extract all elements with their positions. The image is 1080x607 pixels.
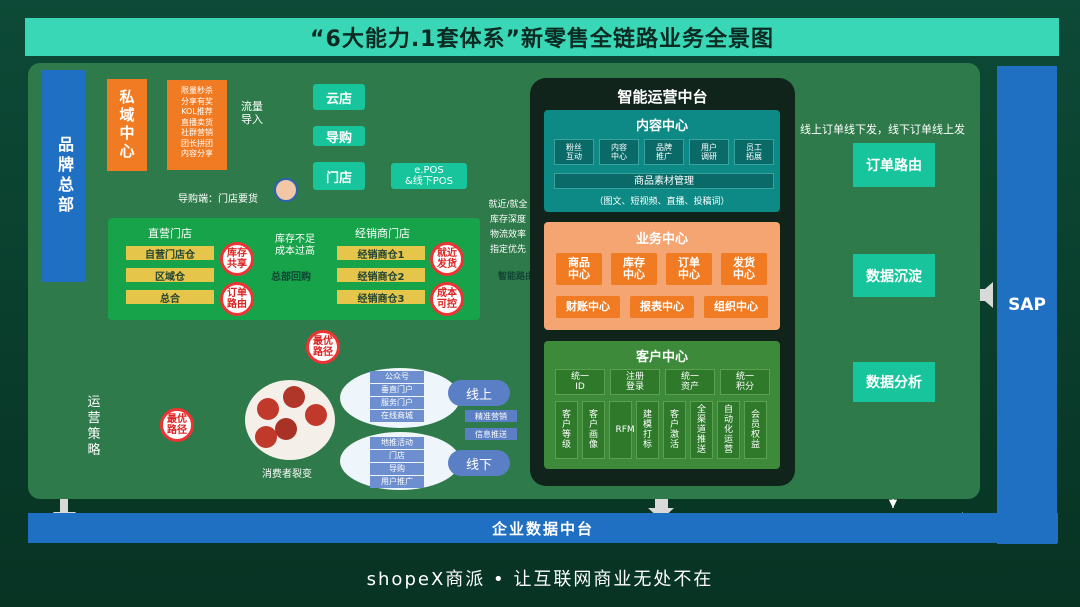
guide-note: 导购端：门店要货 <box>178 194 258 205</box>
order-note: 线上订单线下发，线下订单线上发 <box>800 123 965 136</box>
badge-best-path-top: 最优路径 <box>306 330 340 364</box>
guide-avatar-icon <box>274 178 298 202</box>
content-tile: 员工拓展 <box>734 139 774 165</box>
customer-tile-vertical: 客户等级 <box>555 401 578 459</box>
cloud-store-box: 云店 <box>313 84 365 110</box>
tactic-item: 社群营销 <box>181 128 213 137</box>
epos-box: e.POS &线下POS <box>391 163 467 189</box>
business-center-title: 业务中心 <box>635 231 688 247</box>
tactic-item: 内容分享 <box>181 149 213 158</box>
customer-tile: 统一积分 <box>720 369 770 395</box>
offline-label: 线下 <box>448 450 510 476</box>
consumer-label: 消费者裂变 <box>262 469 312 480</box>
consumer-avatar-icon <box>257 398 279 420</box>
business-tile: 报表中心 <box>630 296 694 318</box>
content-tile: 品牌推广 <box>644 139 684 165</box>
customer-tile-vertical: RFM <box>609 401 635 459</box>
business-tile: 财账中心 <box>556 296 620 318</box>
smart-routing-label: 智能路由 <box>497 271 534 282</box>
content-tile: 粉丝互动 <box>554 139 594 165</box>
offline-channels: 地推活动 门店 导购 用户推广 <box>362 436 432 489</box>
tactic-item: 限量秒杀 <box>181 86 213 95</box>
footer-brand: shopeX商派 • 让互联网商业无处不在 <box>366 569 714 590</box>
dealer-store-item: 经销商仓1 <box>337 246 425 261</box>
consumer-avatar-icon <box>255 426 277 448</box>
online-channels: 公众号 垂直门户 服务门户 在线商城 <box>362 370 432 423</box>
customer-tile-vertical: 会员权益 <box>744 401 767 459</box>
customer-tile: 注册登录 <box>610 369 660 395</box>
direct-store-item: 自营门店仓 <box>126 246 214 261</box>
data-analysis-box: 数据分析 <box>853 362 935 402</box>
business-tile: 库存中心 <box>611 253 657 285</box>
consumer-avatar-icon <box>283 386 305 408</box>
routing-notes: 就近/就全 库存深度 物流效率 指定优先 <box>488 200 528 255</box>
badge-best-path-left: 最优路径 <box>160 408 194 442</box>
consumer-avatar-icon <box>305 404 327 426</box>
customer-tile-vertical: 客户激活 <box>663 401 686 459</box>
dealer-store-title: 经销商门店 <box>355 227 410 240</box>
ops-strategy-label: 运营策略 <box>87 395 101 458</box>
content-center-title: 内容中心 <box>635 118 688 134</box>
customer-center-title: 客户中心 <box>635 349 688 365</box>
business-tile: 商品中心 <box>556 253 602 285</box>
content-asset-bar: 商品素材管理 <box>554 173 774 189</box>
customer-tile-vertical: 建模打标 <box>636 401 659 459</box>
sap-bar: SAP <box>997 66 1057 544</box>
tactic-item: KOL推荐 <box>181 107 213 116</box>
dealer-store-item: 经销商仓3 <box>337 290 425 305</box>
transfer-top: 库存不足成本过高 <box>275 234 315 257</box>
order-routing-box: 订单路由 <box>853 143 935 187</box>
business-tile: 组织中心 <box>704 296 768 318</box>
content-tile: 用户调研 <box>689 139 729 165</box>
private-domain-label: 私域中心 <box>117 89 136 161</box>
direct-store-title: 直营门店 <box>148 227 192 240</box>
badge-cost-control: 成本可控 <box>430 282 464 316</box>
online-label: 线上 <box>448 380 510 406</box>
content-tile: 内容中心 <box>599 139 639 165</box>
consumer-avatar-icon <box>275 418 297 440</box>
tactic-item: 分享有奖 <box>181 96 213 106</box>
customer-tile: 统一ID <box>555 369 605 395</box>
badge-inventory-share: 库存共享 <box>220 242 254 276</box>
business-tile: 发货中心 <box>721 253 767 285</box>
brand-hq-bar: 品牌总部 <box>42 70 86 282</box>
customer-tile-vertical: 自动化运营 <box>717 401 740 459</box>
direct-store-item: 总合 <box>126 290 214 305</box>
customer-tile-vertical: 客户画像 <box>582 401 605 459</box>
mid-tag: 信息推送 <box>465 428 517 440</box>
mid-tag: 精准营销 <box>465 410 517 422</box>
badge-order-routing: 订单路由 <box>220 282 254 316</box>
tactic-item: 团长拼团 <box>181 138 213 148</box>
store-box: 门店 <box>313 162 365 190</box>
transfer-bottom: 总部回购 <box>271 271 311 283</box>
smart-ops-title: 智能运营中台 <box>617 87 708 106</box>
badge-nearby-shipping: 就近发货 <box>430 242 464 276</box>
direct-store-item: 区域仓 <box>126 268 214 283</box>
epos-label: e.POS &线下POS <box>404 165 454 187</box>
private-domain-box: 私域中心 <box>107 79 147 171</box>
tactic-item: 直播卖货 <box>181 117 213 127</box>
customer-tile-vertical: 全渠道推送 <box>690 401 713 459</box>
traffic-label: 流量导入 <box>241 100 263 126</box>
consumer-group-icon <box>245 380 335 460</box>
business-tile: 订单中心 <box>666 253 712 285</box>
data-settle-box: 数据沉淀 <box>853 254 935 297</box>
customer-tile: 统一资产 <box>665 369 715 395</box>
page-title: “6大能力.1套体系”新零售全链路业务全景图 <box>25 18 1059 56</box>
content-asset-note: （图文、短视频、直播、投稿词） <box>594 196 730 207</box>
guide-box: 导购 <box>313 126 365 146</box>
dealer-store-item: 经销商仓2 <box>337 268 425 283</box>
enterprise-data-bar: 企业数据中台 <box>28 513 1058 543</box>
private-tactics-box: 限量秒杀 分享有奖 KOL推荐 直播卖货 社群营销 团长拼团 内容分享 <box>167 80 227 170</box>
